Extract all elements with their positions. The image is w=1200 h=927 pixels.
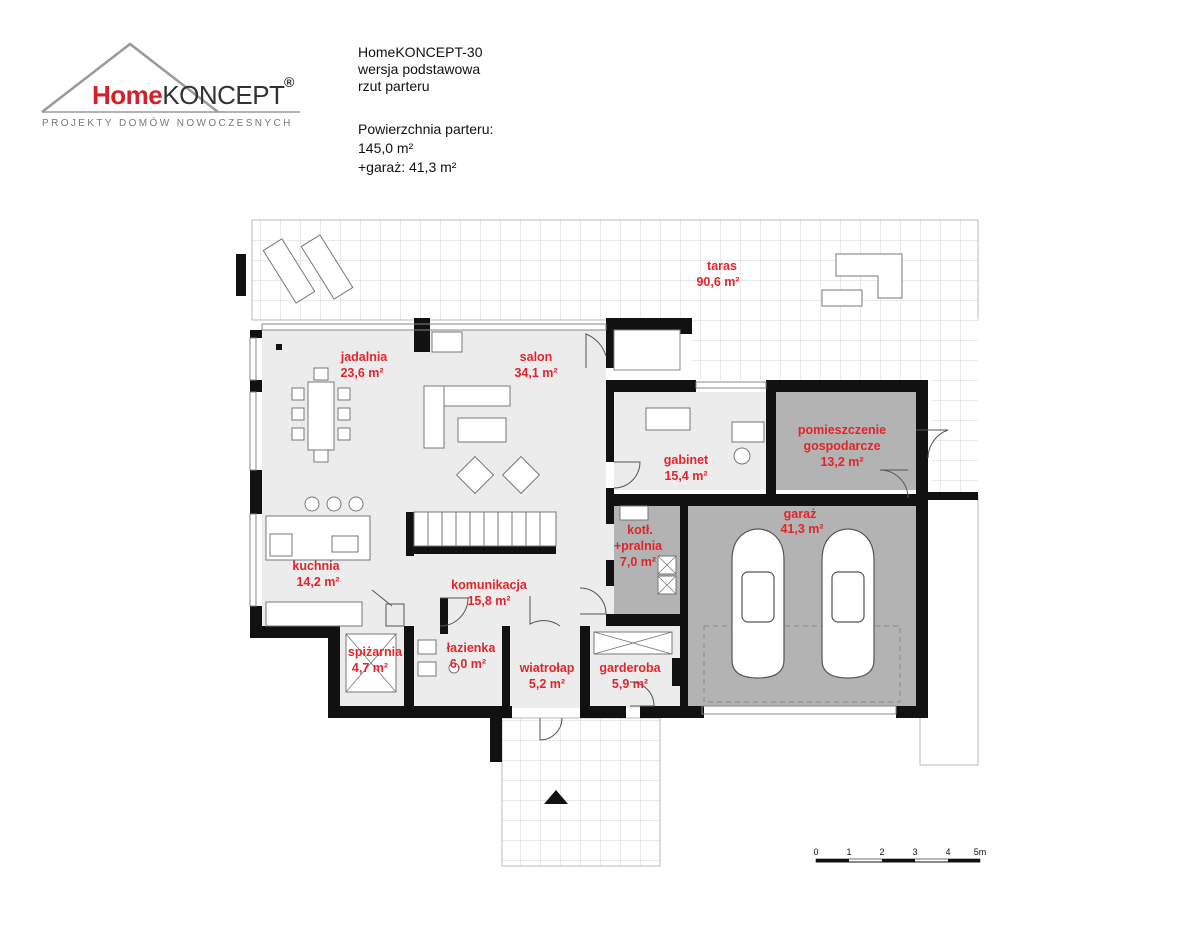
label-gabinet: gabinet (664, 453, 709, 467)
area-heading: Powierzchnia parteru: (358, 121, 494, 137)
coffee-table-icon (457, 417, 507, 443)
scale-tick-2: 2 (879, 847, 884, 857)
label-kotl-1: kotł. (627, 523, 653, 537)
terrace-area-3 (932, 380, 978, 495)
windows (249, 323, 897, 715)
scale-tick-4: 4 (945, 847, 950, 857)
label-garaz: garaż (784, 507, 817, 521)
sun-lounger-icon (262, 234, 354, 304)
driveway-outline (919, 494, 979, 766)
label-kuchnia: kuchnia (292, 559, 340, 573)
label-jadalnia-area: 23,6 m² (340, 366, 383, 380)
label-jadalnia: jadalnia (340, 350, 389, 364)
label-wiatrolap-area: 5,2 m² (529, 677, 565, 691)
floor-garage (686, 506, 916, 706)
label-pomieszczenie-1: pomieszczenie (798, 423, 886, 437)
project-name: HomeKONCEPT-30 (358, 44, 483, 60)
label-taras: taras (707, 259, 737, 273)
fireplace-icon (431, 331, 463, 353)
terrace-area-2 (692, 318, 978, 380)
label-garaz-area: 41,3 m² (780, 522, 823, 536)
label-kotl-area: 7,0 m² (620, 555, 656, 569)
area-value: 145,0 m² (358, 140, 414, 156)
label-spizarnia: spiżarnia (348, 645, 403, 659)
armchair-icon (455, 455, 495, 495)
label-kuchnia-area: 14,2 m² (296, 575, 339, 589)
walls (250, 318, 978, 762)
kitchen-counter-icon (265, 601, 363, 627)
label-pomieszczenie-2: gospodarcze (803, 439, 880, 453)
furniture (265, 331, 765, 693)
desk-icon (731, 421, 765, 443)
logo-home: Home (92, 80, 163, 110)
roof-icon (41, 42, 300, 113)
project-version: wersja podstawowa (358, 61, 481, 77)
label-salon: salon (520, 350, 553, 364)
car-icon-2 (821, 528, 875, 679)
garage-area: +garaż: 41,3 m² (358, 159, 457, 175)
label-salon-area: 34,1 m² (514, 366, 557, 380)
scale-bar: 0 1 2 3 4 5m (813, 847, 987, 863)
label-garderoba-area: 5,9 m² (612, 677, 648, 691)
label-lazienka: łazienka (447, 641, 497, 655)
registered-mark: ® (284, 74, 295, 90)
car-icon (731, 528, 785, 679)
scale-tick-1: 1 (846, 847, 851, 857)
dining-table-icon (307, 381, 335, 451)
parking-outline (703, 625, 901, 703)
label-garderoba: garderoba (599, 661, 661, 675)
scale-tick-5: 5m (974, 847, 987, 857)
label-wiatrolap: wiatrołap (519, 661, 575, 675)
entrance-path (501, 717, 661, 867)
floor-utility (776, 392, 916, 490)
entrance-arrow-icon (544, 790, 568, 804)
office-sofa-icon (645, 407, 691, 431)
label-pomieszczenie-area: 13,2 m² (820, 455, 863, 469)
logo-tagline: PROJEKTY DOMÓW NOWOCZESNYCH (42, 118, 293, 129)
label-komunikacja: komunikacja (451, 578, 528, 592)
logo-wordmark: HomeKONCEPT (92, 80, 285, 111)
label-taras-area: 90,6 m² (696, 275, 739, 289)
scale-tick-3: 3 (912, 847, 917, 857)
logo-koncept: KONCEPT (162, 80, 285, 110)
label-komunikacja-area: 15,8 m² (467, 594, 510, 608)
room-labels: taras 90,6 m² jadalnia 23,6 m² salon 34,… (292, 259, 886, 691)
label-kotl-2: +pralnia (614, 539, 663, 553)
office-chair-icon (733, 447, 751, 465)
outdoor-sofa-icon (821, 253, 903, 307)
scale-tick-0: 0 (813, 847, 818, 857)
furniture-details (345, 555, 677, 693)
stairs (413, 511, 557, 547)
doors (371, 333, 949, 741)
terrace-wall (236, 254, 246, 296)
label-lazienka-area: 6,0 m² (450, 657, 486, 671)
sheet-name: rzut parteru (358, 78, 430, 94)
label-gabinet-area: 15,4 m² (664, 469, 707, 483)
label-spizarnia-area: 4,7 m² (352, 661, 388, 675)
pillar-icon (276, 344, 282, 350)
